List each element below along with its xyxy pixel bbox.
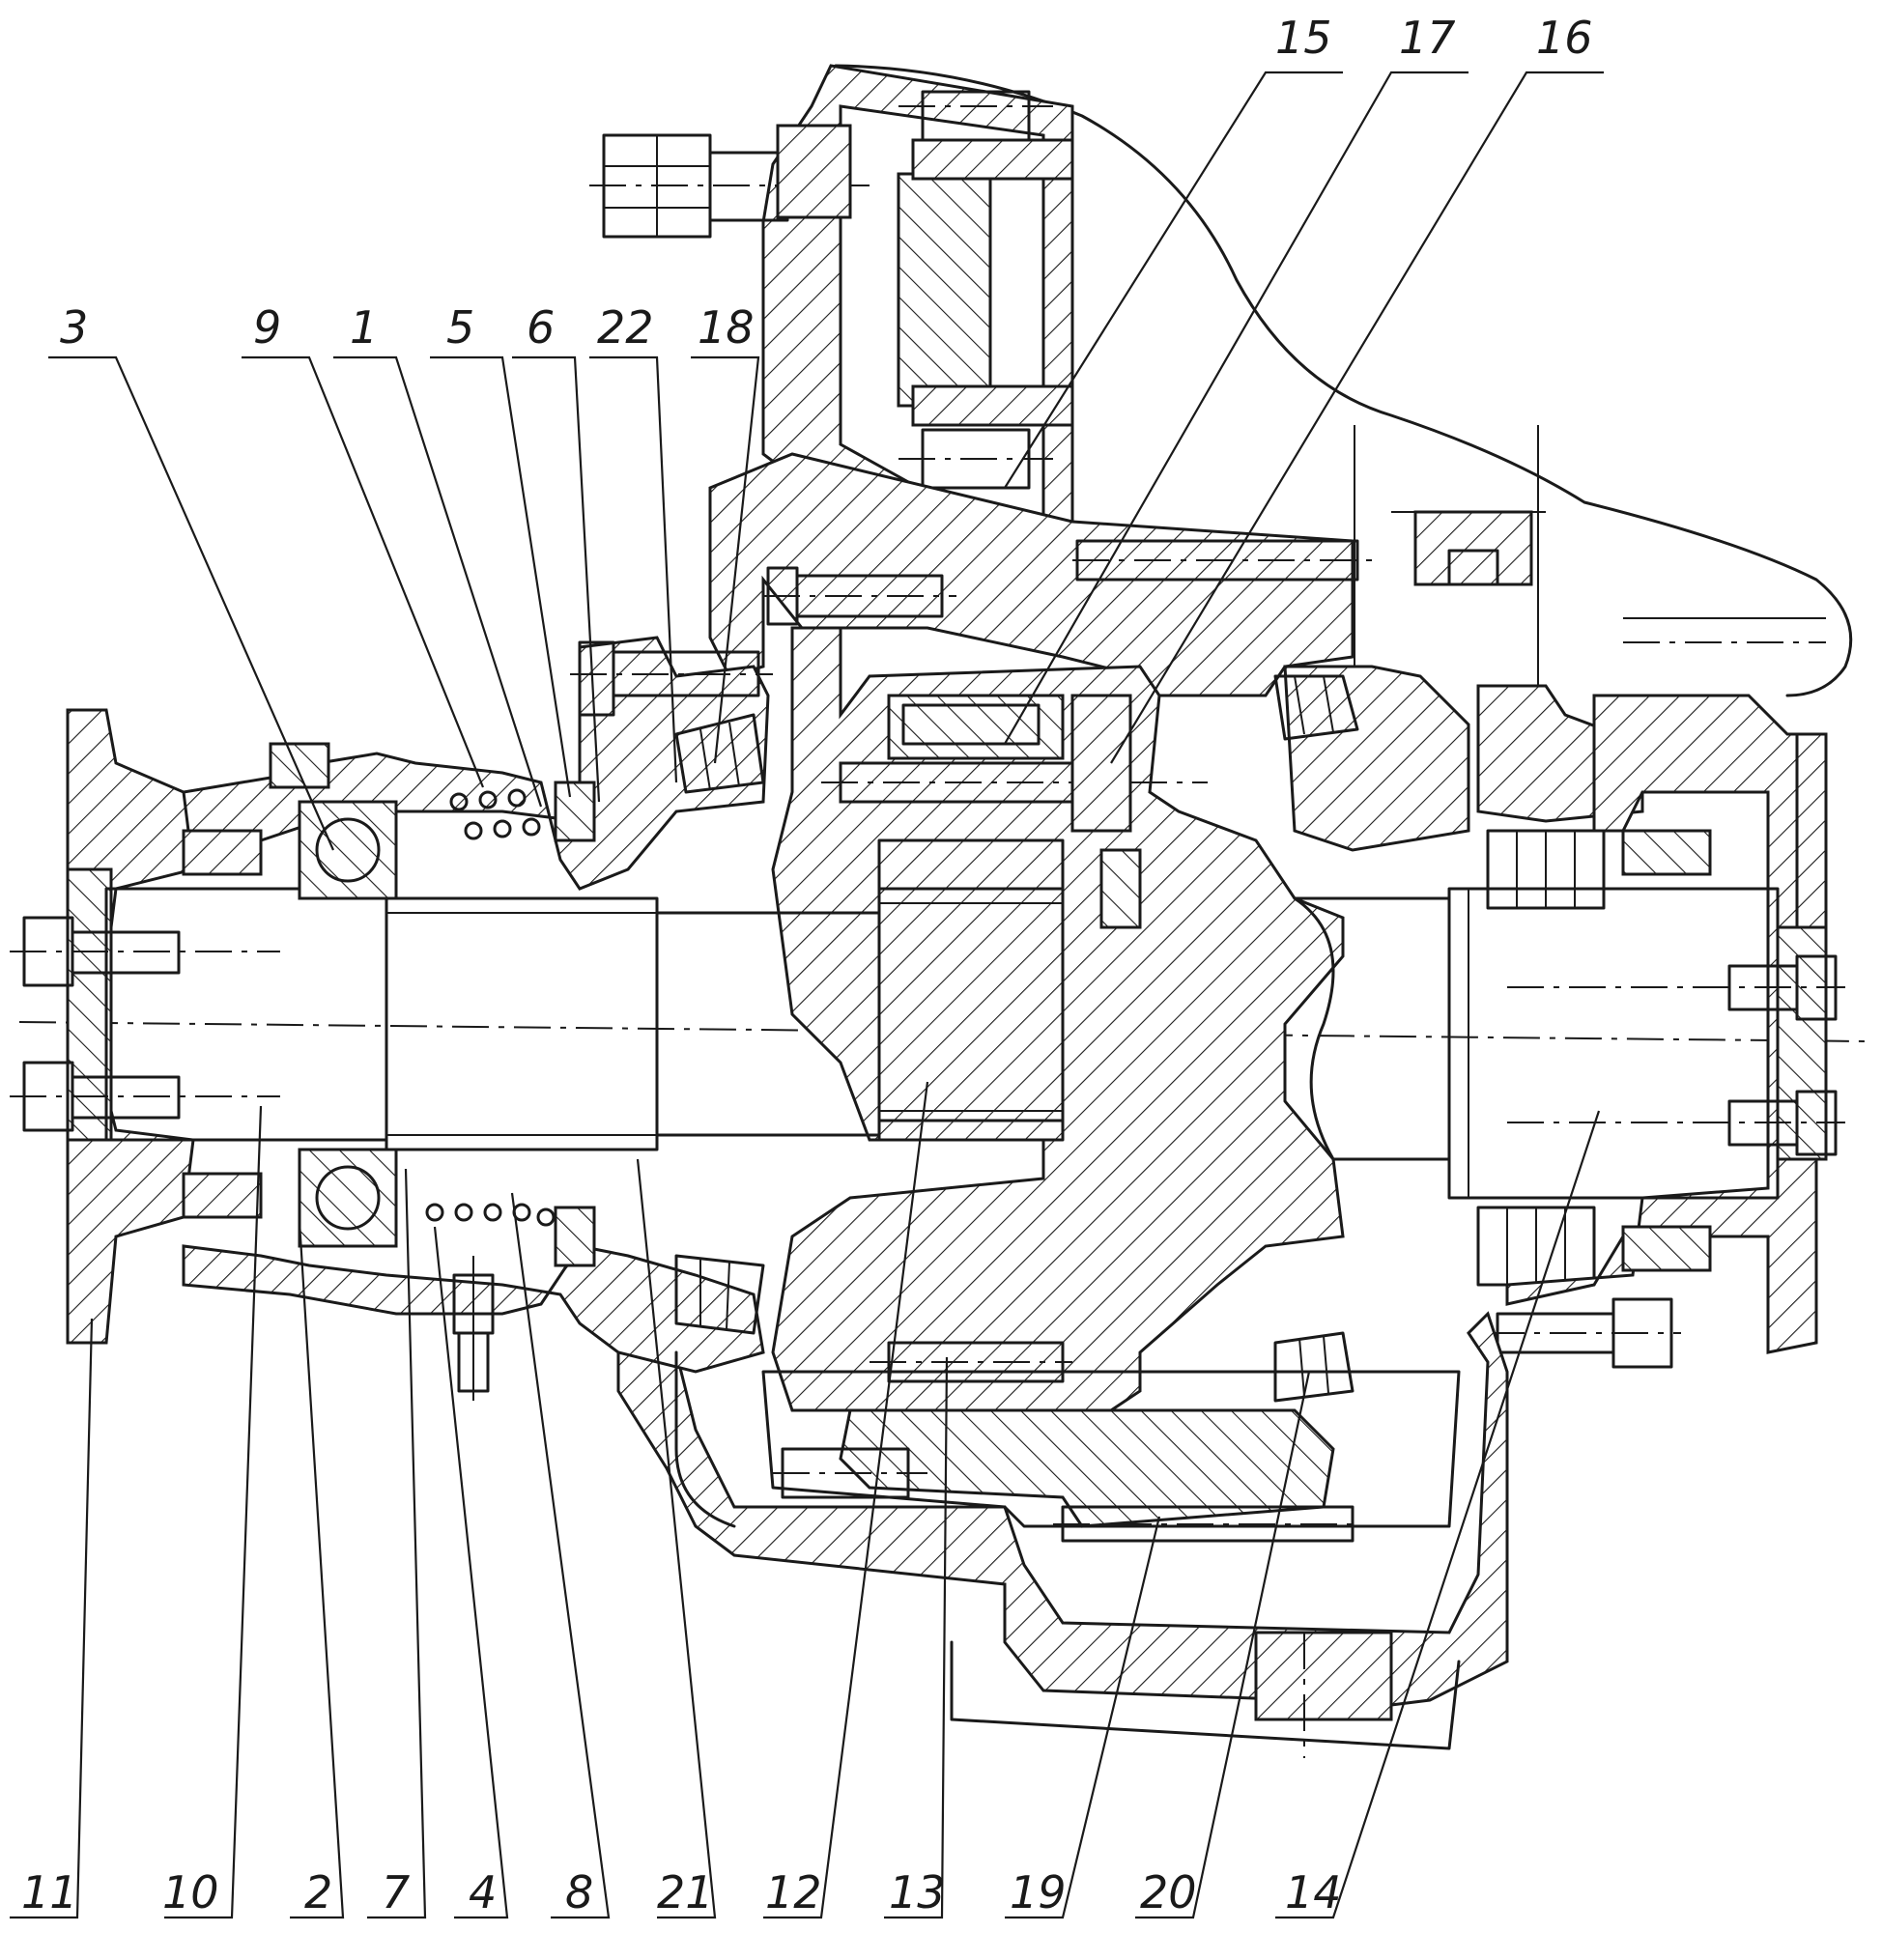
callout-19: 19: [1010, 1866, 1067, 1918]
callout-17: 17: [1399, 12, 1456, 64]
callout-4: 4: [469, 1866, 497, 1918]
left-taper-bearing-upper: [674, 713, 765, 794]
left-taper-bearing-lower: [674, 1254, 765, 1335]
callout-2: 2: [304, 1866, 332, 1918]
callout-10: 10: [162, 1866, 219, 1918]
callouts-top: 3 9 1 5 6 22 18 15 17 16: [60, 12, 1593, 354]
upper-cover-outline: [834, 64, 1853, 697]
right-taper-bearing-lower: [1273, 1331, 1354, 1403]
clutch-spring: [425, 788, 556, 1227]
left-top-bolt: [269, 742, 330, 789]
callout-6: 6: [527, 301, 555, 354]
callout-15: 15: [1275, 12, 1332, 64]
callout-22: 22: [597, 301, 654, 354]
callout-21: 21: [657, 1866, 714, 1918]
upper-gear-rim-bottom: [911, 384, 1074, 427]
callout-8: 8: [565, 1866, 593, 1918]
upper-gear-hub: [897, 172, 992, 408]
left-ball-bearing: [298, 800, 398, 1248]
grease-nipple: [452, 1256, 495, 1401]
right-taper-bearing-upper: [1273, 674, 1359, 741]
callout-14: 14: [1285, 1866, 1342, 1918]
housing-foot: [1254, 1631, 1393, 1721]
callout-9: 9: [253, 301, 281, 354]
callout-20: 20: [1140, 1866, 1197, 1918]
callout-5: 5: [446, 301, 474, 354]
callout-12: 12: [765, 1866, 822, 1918]
right-spherical-bearing-lower: [1476, 1206, 1596, 1287]
leader-lines: [10, 71, 1604, 1919]
callout-1: 1: [350, 301, 378, 354]
right-upper-block: [1413, 510, 1533, 586]
callout-13: 13: [889, 1866, 946, 1918]
callouts-bottom: 11 10 2 7 4 8 21 12 13 19 20 14: [21, 1866, 1342, 1918]
bottom-ring-gear: [839, 1408, 1335, 1528]
callout-18: 18: [698, 301, 755, 354]
right-spherical-bearing-upper: [1486, 829, 1606, 910]
right-output-shaft: [1447, 887, 1780, 1200]
callout-11: 11: [21, 1866, 78, 1918]
callout-16: 16: [1536, 12, 1593, 64]
callout-7: 7: [382, 1866, 410, 1918]
main-shaft: [385, 896, 659, 1151]
left-seals: [182, 829, 263, 1219]
callout-3: 3: [60, 301, 88, 354]
left-input-shaft: [104, 887, 388, 1142]
upper-gear-rim-top: [911, 138, 1074, 181]
